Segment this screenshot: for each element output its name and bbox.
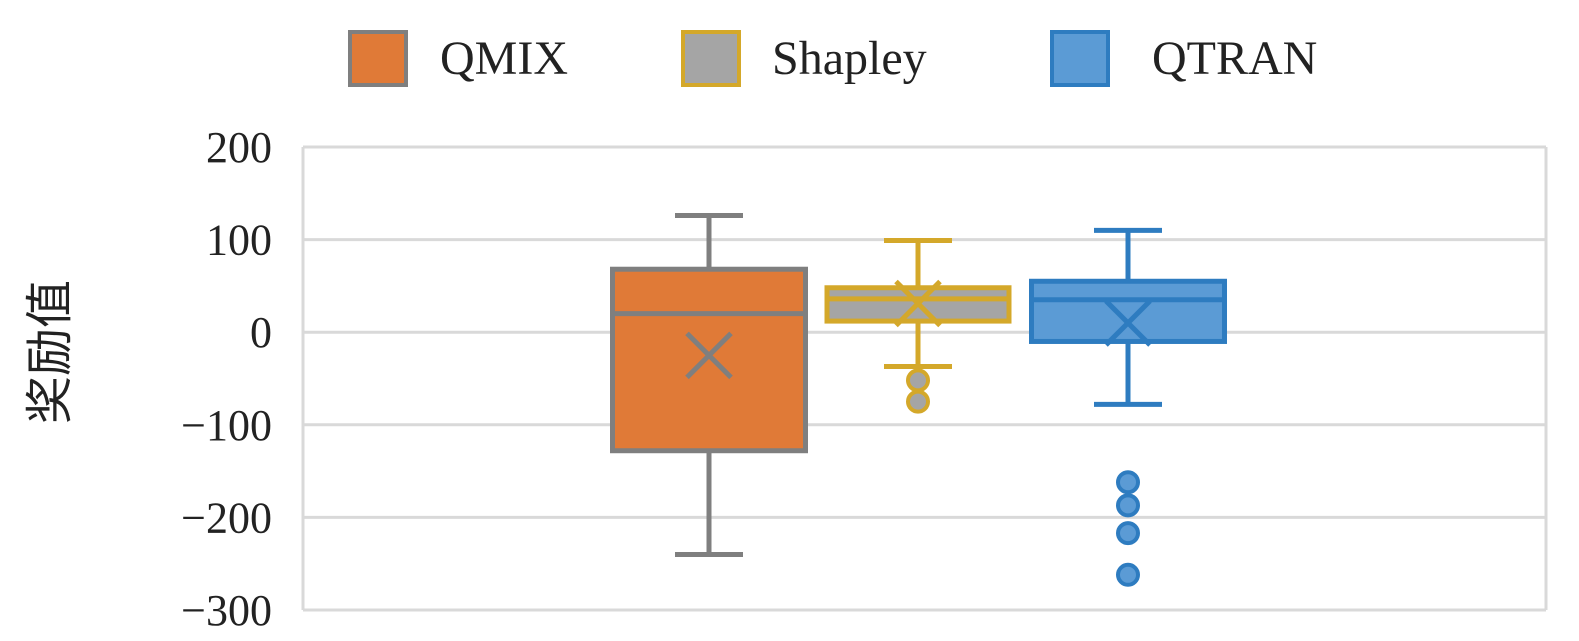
legend-swatch	[1050, 30, 1110, 87]
box-qtran	[1029, 227, 1227, 587]
y-tick-labels: 200 100 0 −100 −200 −300	[181, 123, 272, 635]
y-tick-label: 200	[206, 123, 272, 172]
box-iqr	[1029, 278, 1227, 344]
mean-marker	[894, 279, 942, 328]
outlier-point	[1116, 562, 1140, 587]
legend-label: QTRAN	[1152, 32, 1317, 85]
legend-swatch	[348, 30, 408, 87]
grid-lines	[301, 145, 1548, 612]
y-tick-label: 100	[206, 216, 272, 265]
outlier-point	[906, 389, 930, 414]
legend-item-qtran: QTRAN	[1050, 30, 1317, 87]
box-qmix	[610, 213, 808, 557]
y-tick-label: −100	[181, 401, 272, 450]
legend-label: Shapley	[772, 32, 927, 85]
mean-marker	[685, 331, 733, 380]
legend-item-shapley: Shapley	[681, 30, 927, 87]
legend: QMIX Shapley QTRAN	[348, 30, 1317, 87]
y-tick-label: −300	[181, 586, 272, 635]
legend-item-qmix: QMIX	[348, 30, 568, 87]
outlier-point	[1116, 521, 1140, 546]
boxes	[610, 213, 1227, 587]
y-axis-title: 奖励值	[22, 280, 78, 424]
box-shapley	[824, 238, 1012, 414]
y-tick-label: −200	[181, 493, 272, 542]
legend-swatch	[681, 30, 741, 87]
outlier-point	[1116, 470, 1140, 495]
outlier-point	[906, 368, 930, 393]
y-tick-label: 0	[250, 308, 272, 357]
mean-marker	[1104, 299, 1152, 347]
legend-label: QMIX	[440, 32, 568, 85]
box-iqr	[610, 266, 808, 454]
outlier-point	[1116, 493, 1140, 518]
